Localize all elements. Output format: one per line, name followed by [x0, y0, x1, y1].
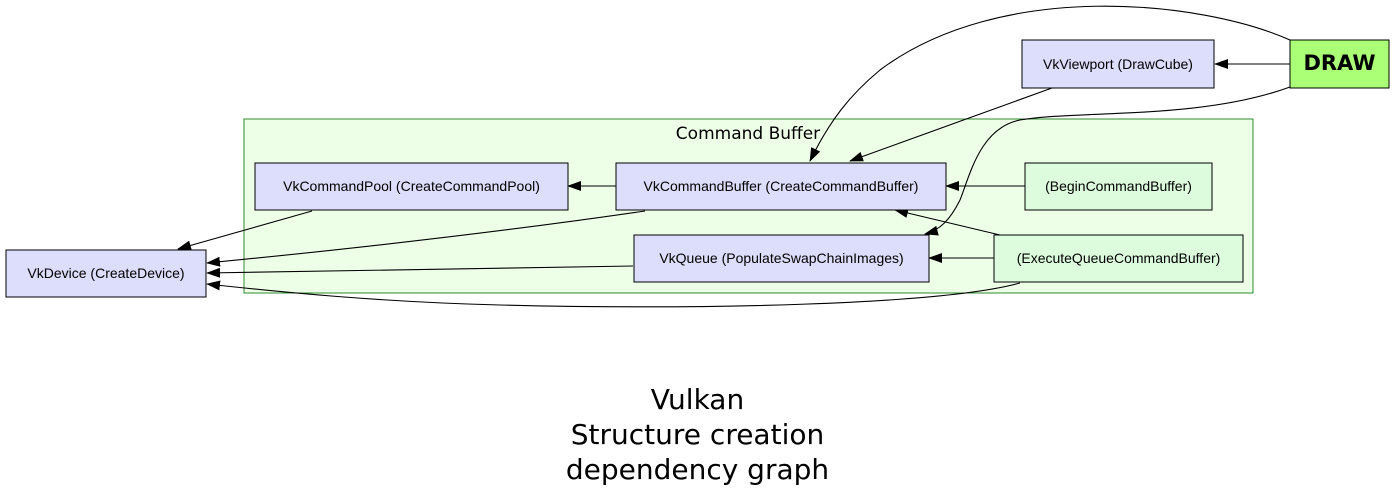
begin-command-buffer-label: (BeginCommandBuffer)	[1045, 178, 1192, 194]
device-label: VkDevice (CreateDevice)	[27, 265, 184, 281]
node-command-pool: VkCommandPool (CreateCommandPool)	[254, 162, 569, 211]
queue-label: VkQueue (PopulateSwapChainImages)	[659, 250, 903, 266]
draw-label: DRAW	[1303, 51, 1375, 75]
execute-queue-command-buffer-label: (ExecuteQueueCommandBuffer)	[1017, 250, 1221, 266]
edge-command-pool-to-device	[177, 210, 313, 251]
edge-execute-to-command-buffer	[894, 208, 1001, 236]
edge-command-buffer-to-device	[206, 210, 646, 267]
node-draw: DRAW	[1289, 39, 1390, 89]
cluster-label: Command Buffer	[676, 124, 820, 144]
node-queue: VkQueue (PopulateSwapChainImages)	[633, 234, 930, 283]
command-pool-label: VkCommandPool (CreateCommandPool)	[283, 178, 540, 194]
edge-execute-to-device	[206, 280, 1021, 308]
node-device: VkDevice (CreateDevice)	[5, 249, 207, 298]
caption-line-2: Structure creation	[570, 418, 825, 451]
edge-viewport-to-command-buffer	[849, 87, 1053, 162]
command-buffer-label: VkCommandBuffer (CreateCommandBuffer)	[644, 178, 919, 194]
node-execute-queue-command-buffer: (ExecuteQueueCommandBuffer)	[993, 234, 1244, 283]
edge-queue-to-device	[206, 265, 634, 278]
node-command-buffer: VkCommandBuffer (CreateCommandBuffer)	[615, 162, 947, 211]
caption-line-3: dependency graph	[565, 453, 830, 486]
caption-line-1: Vulkan	[650, 383, 745, 416]
node-viewport: VkViewport (DrawCube)	[1021, 39, 1215, 89]
viewport-label: VkViewport (DrawCube)	[1043, 56, 1193, 72]
node-begin-command-buffer: (BeginCommandBuffer)	[1024, 162, 1213, 211]
graph-caption: Vulkan Structure creation dependency gra…	[0, 382, 1395, 487]
edge-draw-to-queue	[924, 86, 1291, 236]
edge-draw-to-command-buffer	[809, 5, 1291, 162]
edges	[177, 5, 1291, 308]
